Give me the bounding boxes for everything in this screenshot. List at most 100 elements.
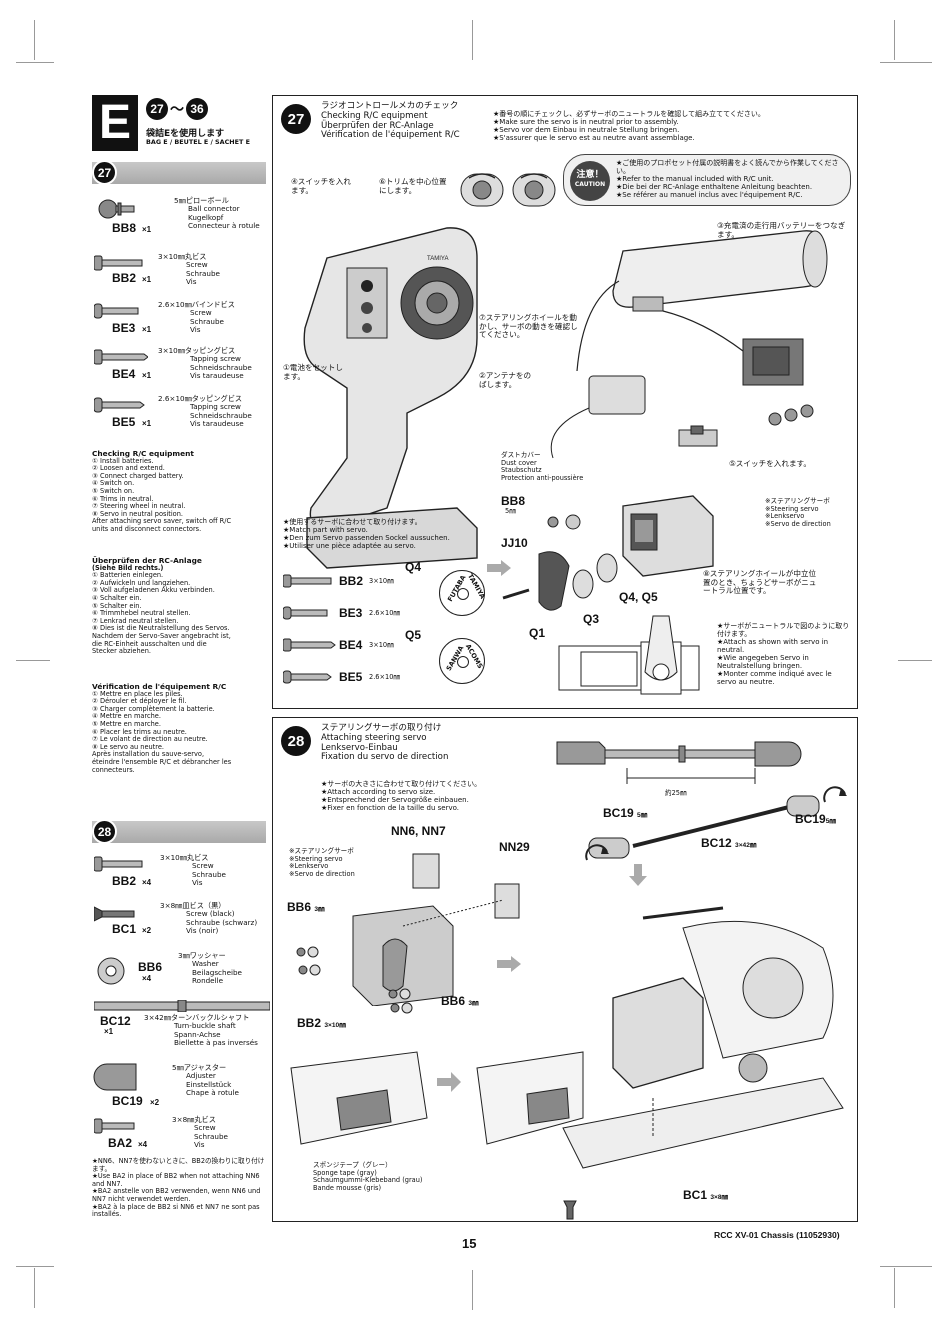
part-desc: 3×10㎜タッピングビス Tapping screw Schneidschrau…	[158, 346, 252, 381]
part-desc: 3㎜ワッシャー Washer Beilagscheibe Rondelle	[178, 951, 242, 986]
dust-cover-label: ダストカバー Dust cover Staubschutz Protection…	[501, 451, 584, 482]
tapping-screw-icon	[94, 349, 148, 365]
part-qty: ×4	[138, 1140, 148, 1149]
part-be5: BE5 ×1 2.6×10㎜タッピングビス Tapping screw Schn…	[92, 394, 272, 437]
callout-servo-neutral-8: ⑧ステアリングホイールが中立位置のとき、ちょうどサーボがニュートラル位置です。	[703, 569, 817, 596]
servo-mount-exploded	[352, 853, 520, 1006]
step27-parts-number: 27	[92, 160, 117, 185]
adjuster-icon	[93, 1063, 137, 1091]
receiver-illustration	[550, 375, 646, 459]
step27-parts-list: BB8 ×1 5㎜ピローボール Ball connector Kugelkopf…	[92, 195, 272, 445]
screw-code: BB2	[339, 574, 364, 588]
length-label: 約25㎜	[665, 789, 687, 797]
model-footer: RCC XV-01 Chassis (11052930)	[714, 1230, 840, 1240]
screws-and-washers	[296, 946, 413, 1014]
sponge-tape-detail	[290, 1051, 584, 1145]
screw-icon	[94, 255, 143, 271]
part-code: BE5	[112, 415, 136, 429]
q1-label: Q1	[529, 626, 546, 640]
screw-size: 2.6×10㎜	[369, 609, 400, 617]
arrow-down-icon	[629, 864, 647, 886]
page-number: 15	[462, 1236, 477, 1251]
step27-neutral-note: ★番号の順にチェックし、必ずサーボのニュートラルを確認して組み立ててください。 …	[493, 110, 765, 142]
part-bc19: BC19 ×2 5㎜アジャスター Adjuster Einstellstück …	[92, 1062, 272, 1112]
part-qty: ×4	[142, 878, 152, 887]
trim-dial-icon	[460, 173, 556, 207]
screw-options-list: BB2 3×10㎜ BE3 2.6×10㎜ BE4 3×10㎜ BE5 2.6×…	[283, 570, 433, 700]
checking-instructions-de: Überprüfen der RC-Anlage (Siehe Bild rec…	[92, 556, 231, 656]
ba2-note: ★NN6、NN7を使わないときに、BB2の換わりに取り付けます。 ★Use BA…	[92, 1157, 265, 1219]
tapping-screw-icon	[283, 670, 332, 684]
bb6-label-bottom: BB6 3㎜	[441, 994, 479, 1008]
step28-parts-list: BB2 ×4 3×10㎜丸ビス Screw Schraube Vis BC1 ×…	[92, 852, 272, 1162]
turnbuckle-shaft-icon	[94, 1000, 270, 1012]
svg-text:TAMIYA: TAMIYA	[427, 256, 448, 262]
part-qty: ×1	[142, 419, 152, 428]
screw-option: BE4 3×10㎜	[283, 634, 433, 658]
servo-illustration	[622, 495, 714, 577]
part-desc: 2.6×10㎜タッピングビス Tapping screw Schneidschr…	[158, 394, 252, 429]
callout-trim-center-6: ⑥トリムを中心位置にします。	[379, 177, 447, 195]
part-code: BC1	[112, 922, 137, 936]
step28-size-note: ★サーボの大きさに合わせて取り付けてください。 ★Attach accordin…	[321, 780, 482, 812]
servo-front-illustration	[558, 615, 700, 695]
bb8-size: 5㎜	[505, 507, 516, 515]
step28-parts-number: 28	[92, 819, 117, 844]
part-desc: 3×42㎜ターンバックルシャフト Turn-buckle shaft Spann…	[144, 1013, 258, 1048]
step27-number: 27	[281, 104, 311, 134]
part-desc: 5㎜アジャスター Adjuster Einstellstück Chape à …	[172, 1063, 239, 1098]
q4-label: Q4	[405, 560, 422, 574]
q5-label: Q5	[405, 628, 422, 642]
bb8-label: BB8	[501, 494, 526, 508]
part-qty: ×2	[150, 1098, 160, 1107]
part-desc: 5㎜ピローボール Ball connector Kugelkopf Connec…	[174, 196, 260, 231]
part-bb2: BB2 ×4 3×10㎜丸ビス Screw Schraube Vis	[92, 852, 272, 892]
section-letter: E	[92, 95, 138, 151]
callout-steering-wheel-7: ⑦ステアリングホイールを動かし、サーボの動きを確認してください。	[479, 313, 578, 340]
turnbuckle-exploded	[588, 795, 820, 859]
part-qty: ×1	[142, 275, 152, 284]
nn67-label: NN6, NN7	[391, 824, 446, 838]
bag-label-jp: 袋詰Eを使用します	[146, 129, 225, 139]
part-code: BC19	[112, 1094, 143, 1108]
callout-install-batteries-1: ①電池をセットします。	[283, 363, 343, 381]
part-code: BB2	[112, 874, 137, 888]
sponge-tape-label: スポンジテープ（グレー） Sponge tape (gray) Schaumgu…	[313, 1161, 423, 1192]
turnbuckle-assembly	[556, 741, 802, 784]
part-qty: ×1	[142, 371, 152, 380]
brand-disc-futaba-tamiya: FUTABA TAMIYA	[439, 570, 487, 616]
part-qty: ×1	[142, 325, 152, 334]
arrow-right-icon	[487, 560, 511, 576]
part-code: BB6	[138, 960, 163, 974]
screw-size: 3×10㎜	[369, 641, 394, 649]
part-desc: 3×10㎜丸ビス Screw Schraube Vis	[160, 853, 226, 888]
jj10-label: JJ10	[501, 536, 528, 550]
part-code: BE3	[112, 321, 136, 335]
bc1-label: BC1 3×8㎜	[683, 1188, 729, 1202]
chassis-illustration	[562, 906, 844, 1169]
bc19-label-right: BC195㎜	[795, 812, 836, 826]
tapping-screw-icon	[283, 638, 336, 652]
part-qty: ×4	[142, 974, 152, 983]
step27-servo-label: ※ステアリングサーボ ※Steering servo ※Lenkservo ※S…	[765, 497, 831, 528]
screw-icon	[94, 303, 139, 319]
screw-code: BE3	[339, 606, 363, 620]
callout-extend-antenna-2: ②アンテナをのばします。	[479, 371, 532, 389]
step-range-start: 27	[146, 98, 168, 120]
part-bb8: BB8 ×1 5㎜ピローボール Ball connector Kugelkopf…	[92, 195, 272, 239]
brand-disc-sanwa-acoms: SANWA ACOMS	[439, 638, 485, 684]
section-header: E 27 〜 36 袋詰Eを使用します BAG E / BEUTEL E / S…	[92, 95, 266, 151]
ball-connector-icon	[98, 199, 135, 219]
transmitter-illustration: TAMIYA	[303, 227, 478, 569]
battery-pack-illustration	[576, 230, 828, 426]
screw-icon	[283, 574, 332, 588]
screw-icon	[94, 1118, 135, 1134]
countersunk-screw-icon	[94, 906, 135, 922]
step28-panel: 28 ステアリングサーボの取り付け Attaching steering ser…	[272, 717, 858, 1222]
arrow-right-icon	[497, 956, 521, 972]
part-qty: ×2	[142, 926, 152, 935]
countersunk-screw-icon	[563, 1200, 577, 1220]
bc19-label-left: BC19 5㎜	[603, 806, 648, 820]
part-code: BB2	[112, 271, 137, 285]
caution-text: ★ご使用のプロポセット付属の説明書をよく読んでから作業してください。 ★Refe…	[616, 159, 839, 199]
